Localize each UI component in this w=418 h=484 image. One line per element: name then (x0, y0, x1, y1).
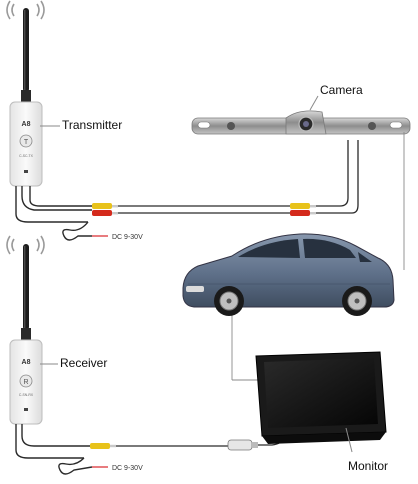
monitor: Monitor (255, 351, 388, 473)
rca-red-plug (92, 210, 112, 216)
license-plate-camera: Camera (191, 83, 411, 135)
rca-yellow-plug-receiver (90, 443, 110, 449)
receiver-group: A8 R C-SN-RX DC 9-30V Receiver (6, 235, 143, 475)
car (182, 233, 395, 316)
camera-cable (118, 205, 290, 214)
power-cable-coil-receiver (58, 457, 93, 475)
transmitter-group: A8 T C-SC-TX DC 9-30V Transmitter (6, 0, 143, 241)
camera-side-plugs (290, 203, 316, 216)
receiver-antenna (23, 244, 29, 330)
transmitter-badge-circle (19, 134, 33, 148)
transmitter-label: Transmitter (62, 118, 122, 132)
monitor-label: Monitor (348, 459, 388, 473)
dc-voltage-label-bottom: DC 9-30V (112, 465, 143, 472)
transmitter-antenna (23, 8, 29, 92)
wireless-signal-icon (6, 235, 45, 255)
transmitter-badge: T (24, 139, 29, 146)
wireless-signal-icon (6, 0, 45, 20)
camera-label: Camera (320, 83, 363, 97)
transmitter-model: A8 (22, 121, 31, 128)
monitor-connector (227, 439, 253, 451)
receiver-badge: R (23, 379, 28, 386)
dc-voltage-label-top: DC 9-30V (112, 234, 143, 241)
receiver-code: C-SN-RX (19, 393, 34, 397)
power-cable-coil (62, 221, 92, 241)
rca-yellow-plug (92, 203, 112, 209)
transmitter-code: C-SC-TX (19, 154, 33, 158)
receiver-model: A8 (22, 359, 31, 366)
transmitter-led (24, 170, 28, 173)
receiver-badge-circle (19, 374, 33, 388)
monitor-screen (264, 358, 378, 428)
rear-wheel (342, 286, 372, 316)
receiver-label: Receiver (60, 356, 107, 370)
receiver-led (24, 408, 28, 411)
front-wheel (214, 286, 244, 316)
